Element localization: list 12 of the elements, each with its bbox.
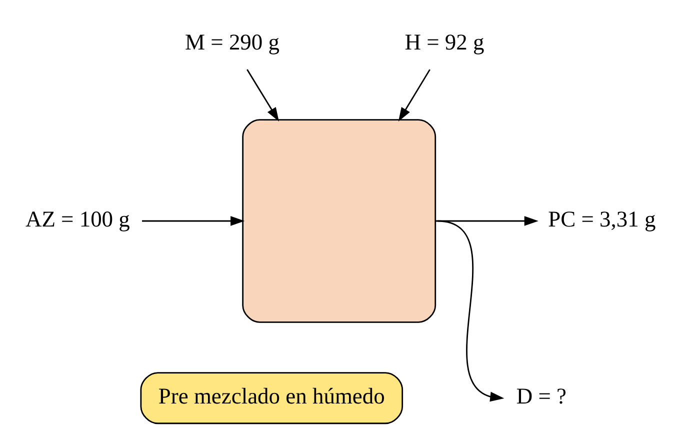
node-text: H = 92 g <box>404 28 484 54</box>
arrow <box>246 68 279 122</box>
node-text: AZ = 100 g <box>25 206 130 231</box>
node-text: D = ? <box>516 382 567 408</box>
arrow <box>436 216 538 226</box>
node-box <box>242 118 436 322</box>
arrow <box>398 68 430 122</box>
node-text: M = 290 g <box>185 28 280 54</box>
node-box: Pre mezclado en húmedo <box>140 372 404 424</box>
arrow <box>142 216 245 226</box>
node-text: PC = 3,31 g <box>548 206 656 231</box>
arrow <box>437 220 504 402</box>
